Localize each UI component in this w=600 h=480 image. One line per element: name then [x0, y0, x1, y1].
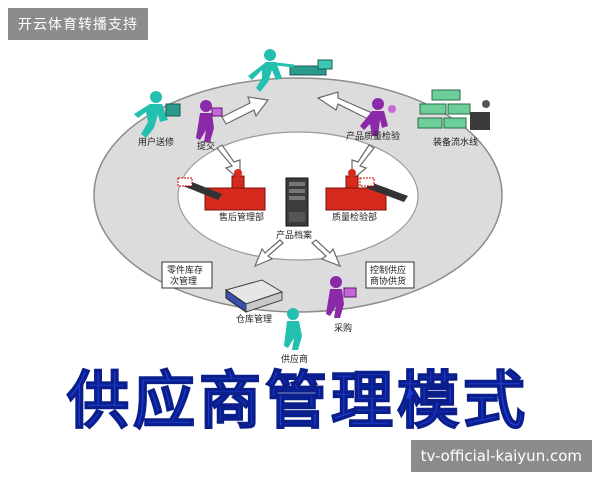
label-quality-dept: 质量检验部: [332, 211, 377, 223]
warehouse-icon: [224, 279, 284, 313]
overlay-caption-top: 开云体育转播支持: [8, 8, 148, 40]
server-icon: [285, 177, 309, 227]
label-control-purchase-2: 商协供货: [370, 275, 406, 287]
label-control-purchase: 控制供应: [370, 264, 406, 276]
diagram-title: 供应商管理模式: [67, 364, 529, 437]
overlay-caption-bottom: tv-official-kaiyun.com: [410, 440, 592, 472]
arrow-qc-to-top: [316, 91, 373, 121]
label-assembly-line: 装备流水线: [433, 136, 478, 148]
label-purchasing: 采购: [334, 322, 352, 334]
label-warehouse: 仓库管理: [236, 313, 272, 325]
quality-check-figure: [360, 98, 396, 136]
arrow-archive-to-warehouse: [253, 239, 284, 268]
label-user-delivery: 用户送修: [138, 136, 174, 148]
label-product-quality-check: 产品质量检验: [346, 130, 400, 142]
user-delivery-figure: [134, 91, 181, 138]
label-parts-inventory-2: 次管理: [170, 275, 197, 287]
purchasing-figure: [326, 276, 357, 318]
label-supplier: 供应商: [281, 353, 308, 365]
label-after-sales: 售后管理部: [219, 211, 264, 223]
control-purchase-note: [365, 261, 415, 289]
label-submit: 提交: [197, 140, 215, 152]
parts-inventory-note: [161, 261, 213, 289]
arrow-archive-to-purchase: [311, 239, 342, 268]
assembly-worker-figure: [248, 49, 333, 92]
quality-dept-desk: [325, 169, 408, 211]
after-sales-desk: [177, 169, 266, 211]
submit-figure: [196, 100, 223, 142]
assembly-line-machines: [417, 89, 490, 130]
arrow-submit-to-top: [221, 96, 270, 125]
supplier-figure: [284, 308, 302, 350]
label-parts-inventory: 零件库存: [167, 264, 203, 276]
label-product-archive: 产品档案: [276, 229, 312, 241]
